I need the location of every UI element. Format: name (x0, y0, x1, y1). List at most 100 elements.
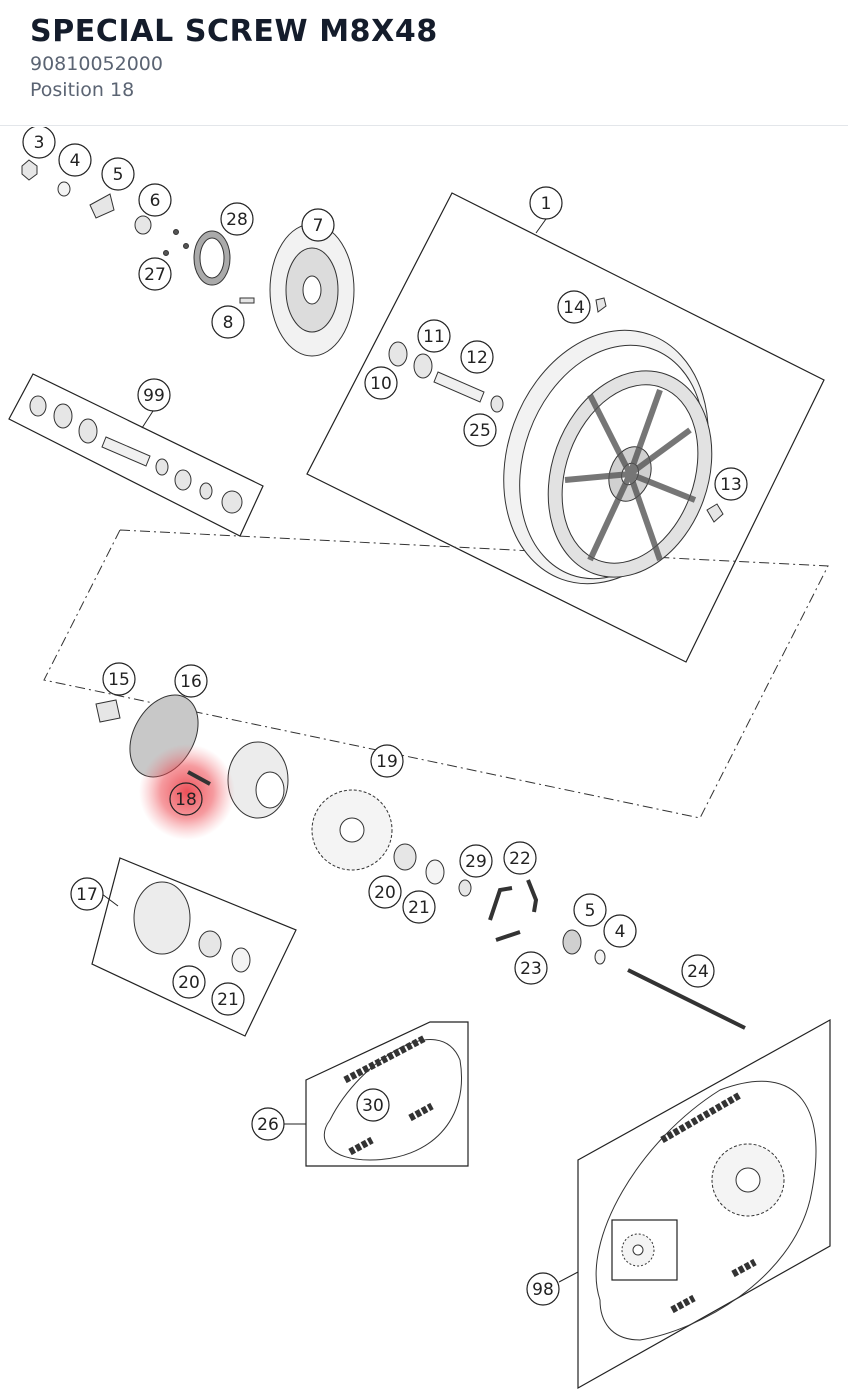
callout-label: 12 (466, 348, 488, 368)
callout-15[interactable]: 15 (102, 662, 136, 696)
rear-wheel-part (503, 329, 713, 585)
callout-label: 21 (217, 990, 239, 1010)
callout-label: 5 (113, 165, 124, 185)
callout-7[interactable]: 7 (301, 208, 335, 242)
callout-label: 22 (509, 849, 531, 869)
callout-label: 14 (563, 298, 585, 318)
callout-12[interactable]: 12 (460, 340, 494, 374)
callout-circle (174, 664, 208, 698)
callout-20[interactable]: 20 (368, 875, 402, 909)
callout-4[interactable]: 4 (58, 143, 92, 177)
callout-circle (211, 305, 245, 339)
callout-17[interactable]: 17 (70, 877, 104, 911)
callout-circle (138, 183, 172, 217)
callout-6[interactable]: 6 (138, 183, 172, 217)
callout-16[interactable]: 16 (174, 664, 208, 698)
part-header: SPECIAL SCREW M8X48 90810052000 Position… (0, 0, 848, 126)
callout-circle (514, 951, 548, 985)
callout-29[interactable]: 29 (459, 844, 493, 878)
callout-label: 8 (223, 313, 234, 333)
callout-label: 17 (76, 885, 98, 905)
callout-label: 23 (520, 959, 542, 979)
callout-26[interactable]: 26 (251, 1107, 285, 1141)
callout-label: 25 (469, 421, 491, 441)
callout-circle (557, 290, 591, 324)
callout-20[interactable]: 20 (172, 965, 206, 999)
callout-label: 24 (687, 962, 709, 982)
callout-3[interactable]: 3 (22, 125, 56, 159)
diagram-svg: 3456287127814111210259913151619181729222… (8, 125, 831, 1390)
callout-label: 26 (257, 1115, 279, 1135)
callout-5[interactable]: 5 (101, 157, 135, 191)
callout-23[interactable]: 23 (514, 951, 548, 985)
callout-circle (368, 875, 402, 909)
callout-27[interactable]: 27 (138, 257, 172, 291)
spacer-small-part (490, 395, 504, 413)
callout-circle (526, 1272, 560, 1306)
callout-13[interactable]: 13 (714, 467, 748, 501)
sprocket-inset-frame (611, 1219, 678, 1281)
callout-circle (460, 340, 494, 374)
callout-circle (220, 202, 254, 236)
callout-label: 5 (585, 901, 596, 921)
leader-lines (101, 218, 579, 1283)
callout-label: 20 (178, 973, 200, 993)
callout-circle (211, 982, 245, 1016)
callout-label: 16 (180, 672, 202, 692)
special-screw-part (187, 770, 211, 786)
callout-label: 6 (150, 191, 161, 211)
callout-5[interactable]: 5 (573, 893, 607, 927)
spacer-kit-parts (29, 395, 243, 514)
callout-label: 99 (143, 386, 165, 406)
callout-19[interactable]: 19 (370, 744, 404, 778)
callout-28[interactable]: 28 (220, 202, 254, 236)
chain-guide-part (488, 886, 513, 921)
callout-8[interactable]: 8 (211, 305, 245, 339)
bearing-20-part (393, 843, 417, 871)
nut-part (21, 159, 38, 181)
brake-disc-screw-part (239, 297, 255, 304)
callout-11[interactable]: 11 (417, 319, 451, 353)
callout-21[interactable]: 21 (402, 890, 436, 924)
callout-21[interactable]: 21 (211, 982, 245, 1016)
callout-circle (364, 366, 398, 400)
callout-label: 1 (541, 194, 552, 214)
callout-4[interactable]: 4 (603, 914, 637, 948)
adjuster-right-part (562, 929, 582, 955)
callout-circle (102, 662, 136, 696)
hub-kit-carrier-part (133, 881, 191, 955)
callout-1[interactable]: 1 (529, 186, 563, 220)
washer-right-part (594, 949, 606, 965)
callout-label: 3 (34, 133, 45, 153)
axle-part (627, 968, 746, 1030)
hub-kit-frame (91, 857, 297, 1037)
parts-drawing (21, 159, 817, 1341)
group-frames (8, 192, 831, 1390)
callout-label: 29 (465, 852, 487, 872)
callout-label: 20 (374, 883, 396, 903)
callout-99[interactable]: 99 (137, 378, 171, 412)
callout-label: 18 (175, 790, 197, 810)
callout-14[interactable]: 14 (557, 290, 591, 324)
wheel-nut-part (706, 503, 724, 523)
seal-21-part (425, 859, 445, 885)
callout-circle (459, 844, 493, 878)
callout-circle (573, 893, 607, 927)
callout-10[interactable]: 10 (364, 366, 398, 400)
callout-circle (402, 890, 436, 924)
callout-circle (301, 208, 335, 242)
callout-24[interactable]: 24 (681, 954, 715, 988)
callout-label: 28 (226, 210, 248, 230)
washer-part (57, 181, 71, 197)
callout-label: 98 (532, 1280, 554, 1300)
callout-circle (681, 954, 715, 988)
callout-30[interactable]: 30 (356, 1088, 390, 1122)
callout-label: 27 (144, 265, 166, 285)
callout-22[interactable]: 22 (503, 841, 537, 875)
callout-circle (101, 157, 135, 191)
callout-98[interactable]: 98 (526, 1272, 560, 1306)
callout-25[interactable]: 25 (463, 413, 497, 447)
callout-18[interactable]: 18 (169, 782, 203, 816)
